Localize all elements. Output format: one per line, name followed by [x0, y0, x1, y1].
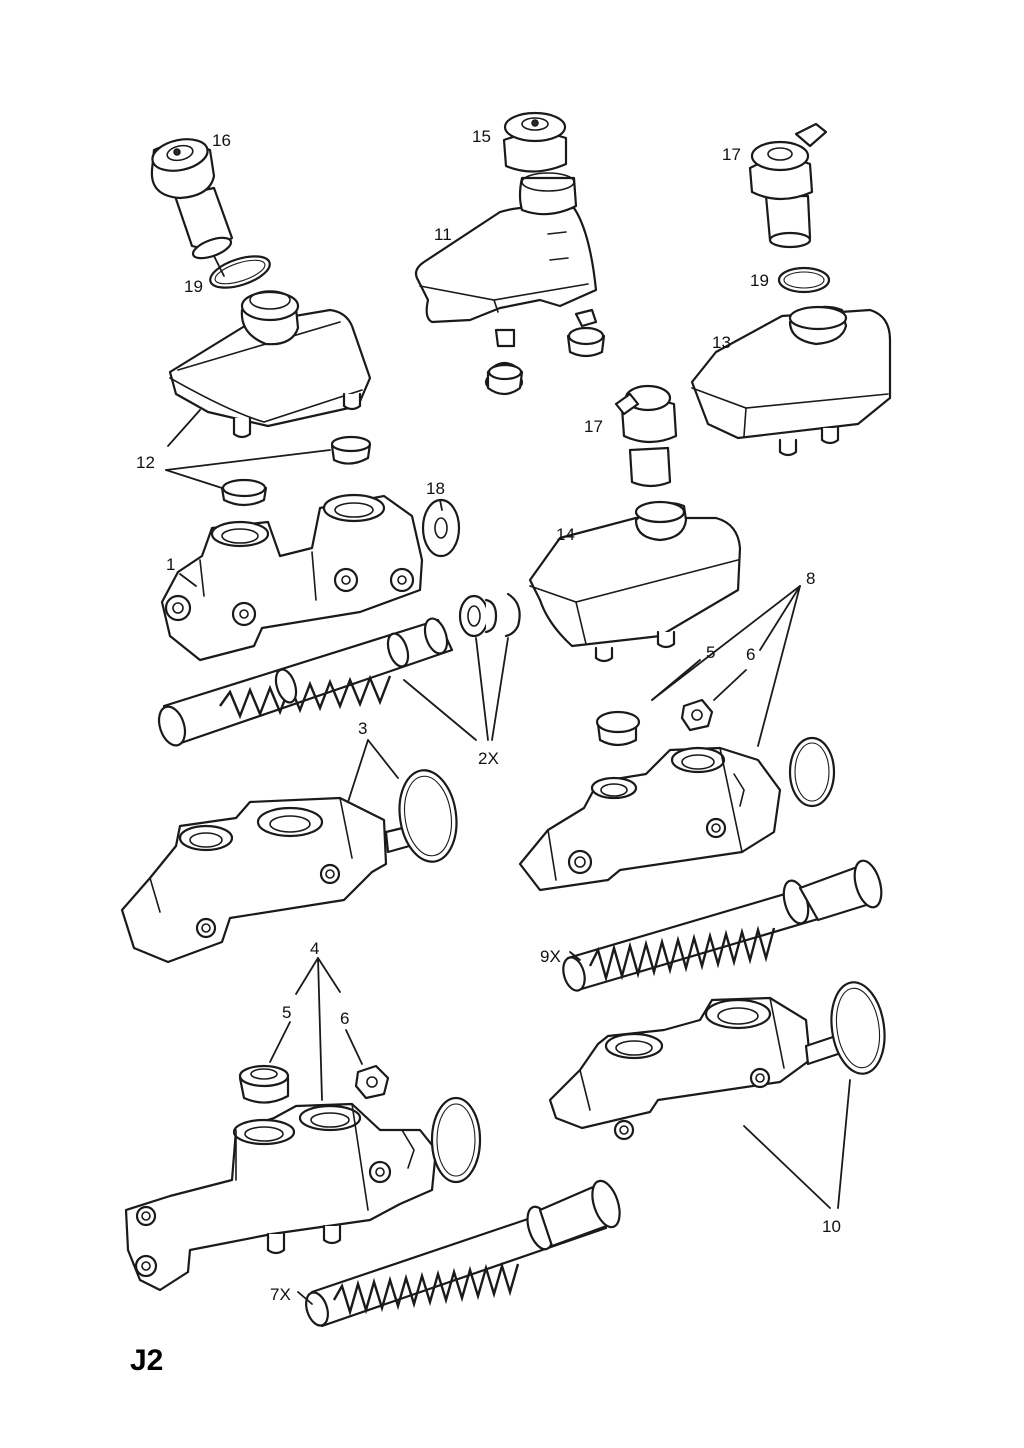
- callout-14: 14: [556, 525, 575, 544]
- master-cylinder-1: [160, 493, 424, 662]
- reservoir-13: [690, 305, 892, 457]
- plug-5-upper: [595, 710, 641, 747]
- callout-13: 13: [712, 333, 731, 352]
- callout-17-top: 17: [722, 145, 741, 164]
- callout-19-right: 19: [750, 271, 769, 290]
- o-ring-19-right-inner: [783, 271, 825, 289]
- callout-17-mid: 17: [584, 417, 603, 436]
- callout-19-left: 19: [184, 277, 203, 296]
- leader-lines: [165, 255, 851, 1305]
- callout-10: 10: [822, 1217, 841, 1236]
- callout-9x: 9X: [540, 947, 561, 966]
- sheet-label: J2: [130, 1344, 163, 1377]
- piston-assembly-7x: [305, 1179, 621, 1328]
- o-ring-8: [788, 736, 836, 808]
- callout-6-upper: 6: [746, 645, 755, 664]
- piston-seal-2x: [458, 594, 498, 638]
- nut-6-lower: [354, 1064, 390, 1100]
- o-ring-3: [398, 769, 458, 863]
- reservoir-11: [414, 172, 598, 348]
- callout-12: 12: [136, 453, 155, 472]
- master-cylinder-10: [548, 996, 867, 1141]
- master-cylinder-3: [120, 796, 443, 964]
- callout-8: 8: [806, 569, 815, 588]
- callout-7x: 7X: [270, 1285, 291, 1304]
- cap-16: [150, 138, 234, 260]
- grommet-12-left: [220, 478, 268, 507]
- reservoir-12: [168, 290, 372, 439]
- callout-16: 16: [212, 131, 231, 150]
- circlip-2x: [504, 592, 521, 638]
- callout-3: 3: [358, 719, 367, 738]
- callout-5-lower: 5: [282, 1003, 291, 1022]
- o-ring-19-left: [209, 255, 271, 289]
- callout-11: 11: [434, 225, 452, 244]
- callout-5-upper: 5: [706, 643, 715, 662]
- cap-15: [502, 111, 568, 173]
- reservoir-11-grommet-right: [566, 326, 606, 358]
- callout-6-lower: 6: [340, 1009, 349, 1028]
- o-ring-19-left-inner: [214, 259, 266, 285]
- callout-1: 1: [166, 555, 175, 574]
- piston-assembly-9x: [562, 859, 883, 992]
- o-ring-4: [430, 1096, 482, 1184]
- callout-18: 18: [426, 479, 445, 498]
- callout-15: 15: [472, 127, 491, 146]
- nut-6-upper: [680, 698, 714, 732]
- callout-4: 4: [310, 939, 319, 958]
- grommet-12-right: [330, 435, 372, 465]
- o-ring-10: [830, 981, 886, 1075]
- cap-17-mid: [614, 384, 678, 488]
- reservoir-11-grommet-left: [484, 361, 524, 396]
- piston-assembly-2x: [157, 617, 454, 747]
- master-cylinder-4: [124, 1102, 438, 1292]
- cap-17-top: [748, 122, 828, 249]
- callout-2x: 2X: [478, 749, 499, 768]
- plug-5-lower: [238, 1064, 290, 1104]
- reservoir-14: [528, 500, 742, 663]
- washer-18: [421, 498, 461, 558]
- master-cylinder-8: [518, 746, 782, 892]
